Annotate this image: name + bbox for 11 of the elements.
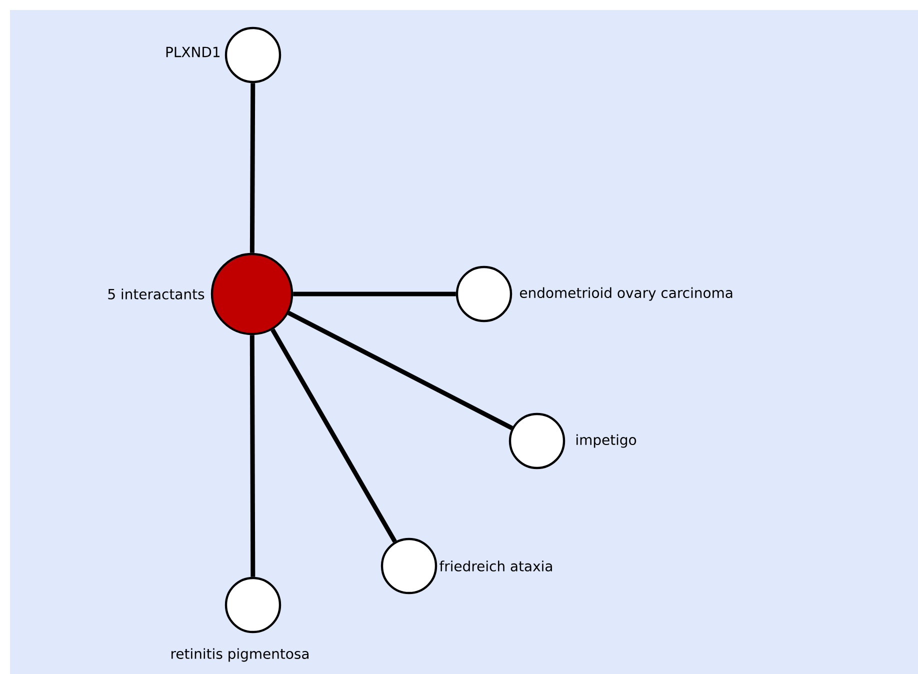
node-label: friedreich ataxia [440, 560, 552, 572]
node-label: endometrioid ovary carcinoma [520, 287, 732, 301]
node-label: 5 interactants [108, 288, 204, 300]
node-label: impetigo [576, 434, 636, 448]
node-label: PLXND1 [166, 46, 220, 58]
connector-line [250, 335, 256, 577]
connector-line [293, 292, 456, 296]
node-label: retinitis pigmentosa [172, 648, 308, 662]
connector-line [270, 328, 397, 543]
connector-line [288, 310, 514, 430]
connector-line [250, 83, 256, 253]
